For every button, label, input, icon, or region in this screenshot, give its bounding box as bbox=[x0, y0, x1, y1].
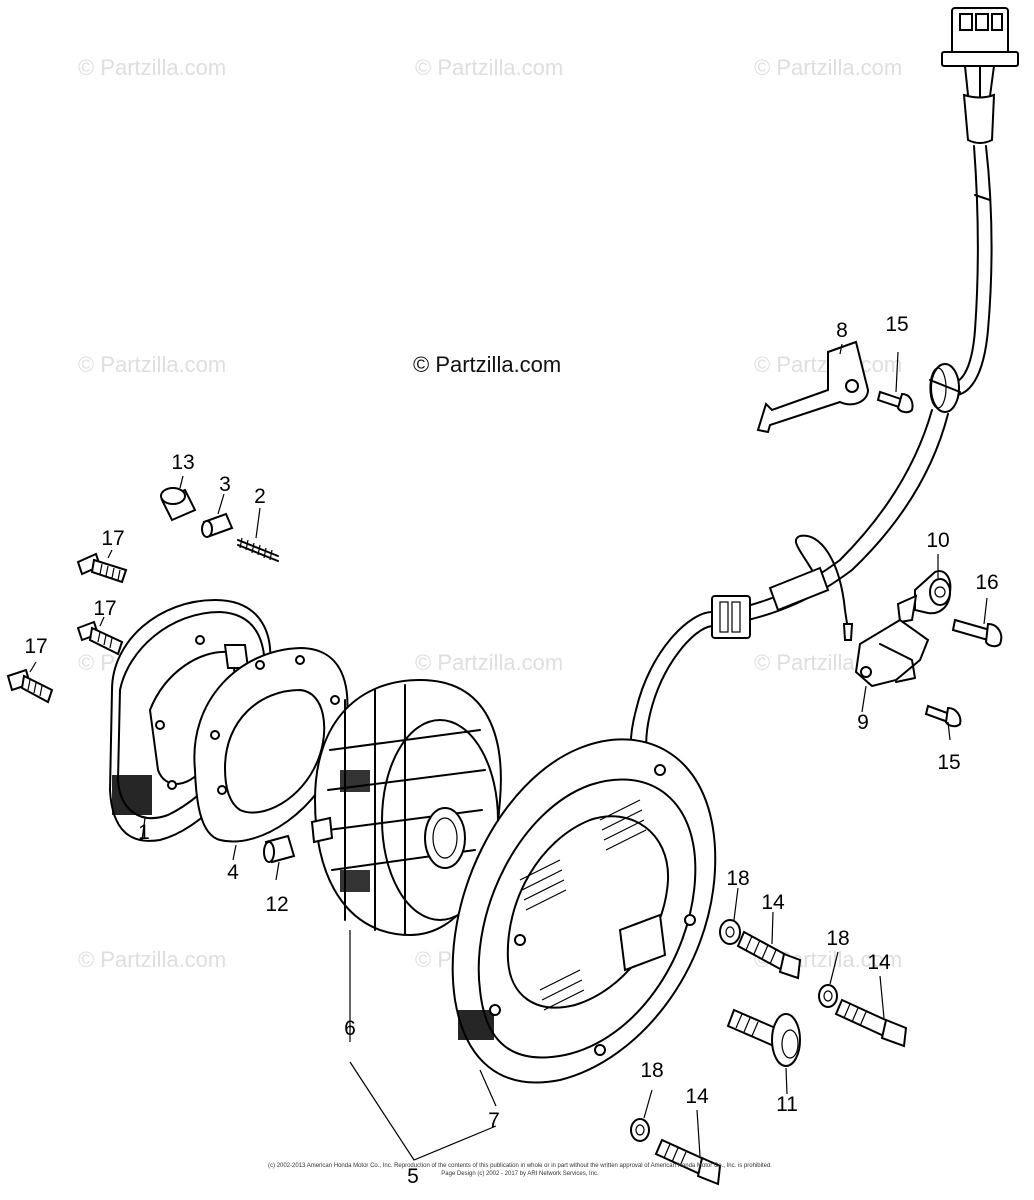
callout-10: 10 bbox=[926, 529, 950, 552]
watermark-tile: © Partzilla.com bbox=[78, 55, 227, 80]
callout-14-c: 14 bbox=[685, 1085, 709, 1108]
part-12-pin bbox=[263, 834, 296, 864]
part-6-rotor bbox=[310, 678, 502, 937]
grommet bbox=[929, 363, 961, 413]
part-14-bolt-c bbox=[654, 1138, 722, 1186]
leader-lines bbox=[29, 343, 988, 1161]
part-11-bolt bbox=[726, 1008, 801, 1067]
callout-7: 7 bbox=[488, 1109, 500, 1132]
watermark-tile: © Partzilla.com bbox=[754, 55, 903, 80]
callout-18-b: 18 bbox=[826, 927, 850, 950]
part-15-screw-lower bbox=[924, 704, 962, 728]
callout-6: 6 bbox=[344, 1017, 356, 1040]
watermark-tile: © Partzilla.com bbox=[78, 947, 227, 972]
callout-15-b: 15 bbox=[937, 751, 961, 774]
part-15-screw-upper bbox=[876, 390, 914, 414]
callout-17-b: 17 bbox=[93, 597, 117, 620]
callout-14-a: 14 bbox=[761, 891, 785, 914]
part-16-screw bbox=[951, 618, 1003, 648]
callout-4: 4 bbox=[227, 861, 239, 884]
part-14-bolt-a bbox=[736, 930, 802, 980]
callout-8: 8 bbox=[836, 319, 848, 342]
callout-9: 9 bbox=[857, 711, 869, 734]
part-18-washer-b bbox=[818, 984, 838, 1008]
part-2-spring bbox=[237, 537, 279, 562]
callout-16: 16 bbox=[975, 571, 999, 594]
callout-5: 5 bbox=[407, 1165, 419, 1188]
callout-2: 2 bbox=[254, 485, 266, 508]
copyright-line-2: Page Design (c) 2002 - 2017 by ARI Netwo… bbox=[441, 1171, 599, 1177]
copyright-line-1: (c) 2002-2013 American Honda Motor Co., … bbox=[268, 1163, 772, 1169]
part-7-stator bbox=[451, 738, 717, 1084]
callout-13: 13 bbox=[171, 451, 195, 474]
part-14-bolt-b bbox=[834, 998, 908, 1048]
part-9-sensor-plate bbox=[854, 618, 930, 688]
part-18-washer-a bbox=[719, 919, 741, 945]
callout-18-a: 18 bbox=[726, 867, 750, 890]
watermark-tile: © Partzilla.com bbox=[415, 55, 564, 80]
stator-cable bbox=[629, 409, 949, 771]
callout-17-c: 17 bbox=[24, 635, 48, 658]
copyright-notice: (c) 2002-2013 American Honda Motor Co., … bbox=[240, 1162, 800, 1178]
part-4-gasket bbox=[193, 646, 349, 843]
part-17-screw-c bbox=[6, 668, 54, 704]
callout-15-a: 15 bbox=[885, 313, 909, 336]
callout-17-a: 17 bbox=[101, 527, 125, 550]
part-13-collar bbox=[160, 487, 197, 522]
callout-11: 11 bbox=[776, 1093, 798, 1116]
callout-3: 3 bbox=[219, 473, 231, 496]
callout-12: 12 bbox=[265, 893, 289, 916]
callout-14-b: 14 bbox=[867, 951, 891, 974]
callout-1: 1 bbox=[138, 821, 150, 844]
part-17-screw-b bbox=[76, 620, 124, 656]
wire-harness-connector bbox=[941, 7, 1019, 397]
part-17-screw-a bbox=[76, 552, 128, 584]
callout-18-c: 18 bbox=[640, 1059, 664, 1082]
part-10-pulse-sensor bbox=[896, 570, 952, 624]
part-3-pin bbox=[201, 512, 234, 538]
watermark-tile: © Partzilla.com bbox=[415, 650, 564, 675]
center-watermark: © Partzilla.com bbox=[413, 352, 562, 377]
watermark-tile: © Partzilla.com bbox=[78, 352, 227, 377]
part-18-washer-c bbox=[630, 1118, 650, 1142]
part-8-bracket bbox=[756, 340, 870, 434]
